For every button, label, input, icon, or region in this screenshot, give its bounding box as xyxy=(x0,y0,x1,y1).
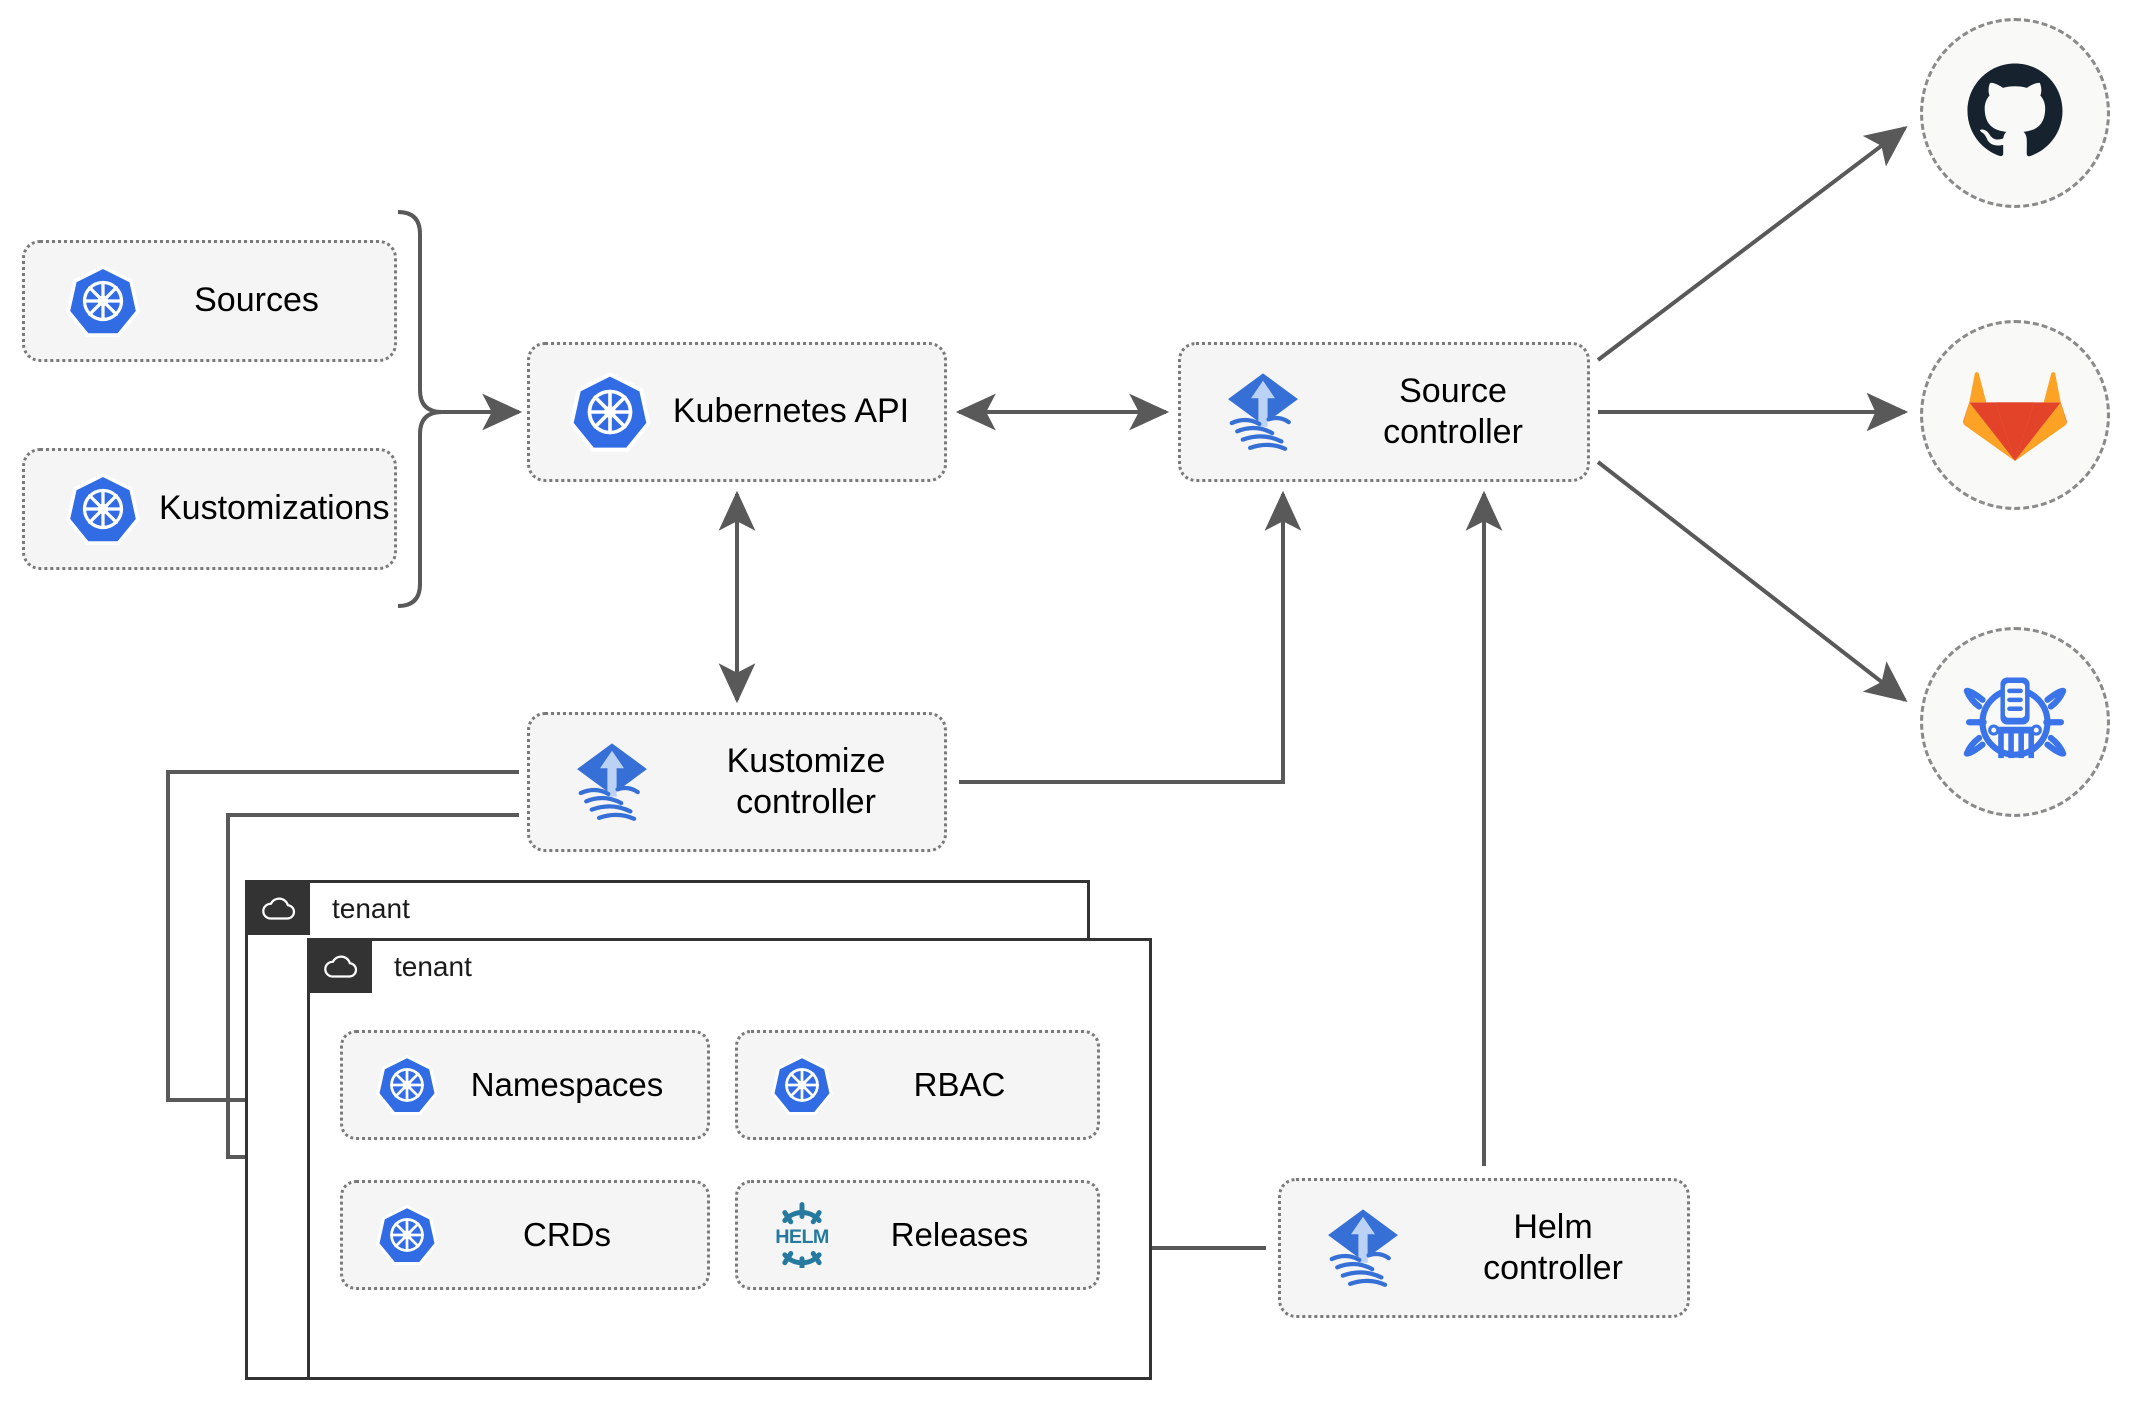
provider-helm-repository[interactable] xyxy=(1920,627,2110,817)
tile-crds[interactable]: CRDs xyxy=(340,1180,710,1290)
provider-github[interactable] xyxy=(1920,18,2110,208)
tile-namespaces[interactable]: Namespaces xyxy=(340,1030,710,1140)
tenant-label: tenant xyxy=(332,893,410,924)
node-label: Helm controller xyxy=(1483,1207,1623,1287)
tenant-titlebar: tenant xyxy=(310,941,1149,993)
tile-releases[interactable]: HELM Releases xyxy=(735,1180,1100,1290)
tile-label: Releases xyxy=(890,1216,1029,1253)
cloud-icon xyxy=(248,883,310,935)
helm-icon: HELM xyxy=(756,1202,848,1268)
edge-source-to-helm-repository xyxy=(1596,460,1908,702)
tile-label: RBAC xyxy=(913,1066,1006,1103)
cloud-icon xyxy=(310,941,372,993)
tile-label: CRDs xyxy=(523,1216,611,1253)
flux-icon xyxy=(1307,1202,1419,1294)
kubernetes-icon xyxy=(756,1054,848,1116)
node-kustomize-controller[interactable]: Kustomize controller xyxy=(527,712,947,852)
node-helm-controller[interactable]: Helm controller xyxy=(1278,1178,1690,1318)
tenant-window-inner[interactable]: tenant xyxy=(307,938,1152,1380)
edge-source-to-github xyxy=(1596,126,1908,362)
edge-kustomize-to-source xyxy=(959,490,1302,784)
node-label: Source controller xyxy=(1383,371,1523,451)
provider-gitlab[interactable] xyxy=(1920,320,2110,510)
group-bracket xyxy=(397,210,443,608)
github-icon xyxy=(1961,57,2069,170)
node-sources[interactable]: Sources xyxy=(22,240,397,362)
node-kubernetes-api[interactable]: Kubernetes API xyxy=(527,342,947,482)
flux-icon xyxy=(556,736,668,828)
kubernetes-icon xyxy=(361,1204,453,1266)
node-kustomizations[interactable]: Kustomizations xyxy=(22,448,397,570)
kubernetes-icon xyxy=(361,1054,453,1116)
gitlab-icon xyxy=(1961,363,2069,468)
tenant-label: tenant xyxy=(394,951,472,982)
node-source-controller[interactable]: Source controller xyxy=(1178,342,1590,482)
kubernetes-icon xyxy=(47,264,159,338)
node-label: Kustomize controller xyxy=(726,741,886,821)
helm-repository-icon xyxy=(1959,664,2071,781)
tile-rbac[interactable]: RBAC xyxy=(735,1030,1100,1140)
kubernetes-icon xyxy=(554,371,666,453)
flux-icon xyxy=(1207,366,1319,458)
node-label: Sources xyxy=(194,281,319,320)
node-label: Kustomizations xyxy=(159,489,390,528)
kubernetes-icon xyxy=(47,472,159,546)
tile-label: Namespaces xyxy=(470,1066,664,1103)
node-label: Kubernetes API xyxy=(672,392,910,431)
svg-text:HELM: HELM xyxy=(775,1226,829,1248)
tenant-titlebar: tenant xyxy=(248,883,1087,935)
